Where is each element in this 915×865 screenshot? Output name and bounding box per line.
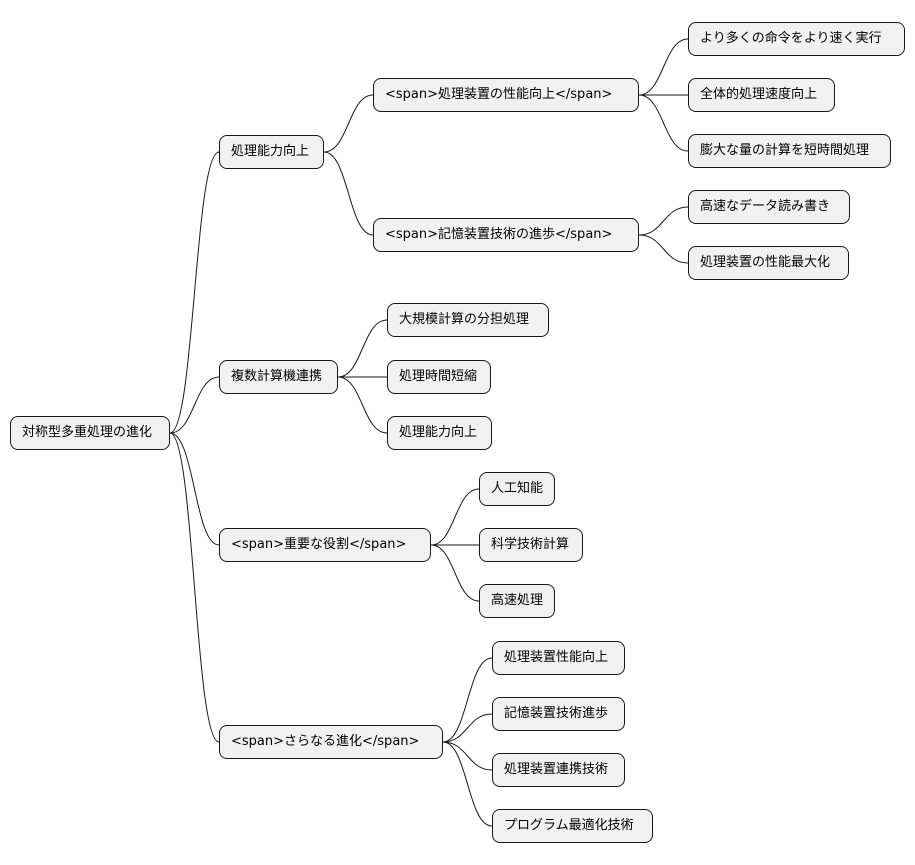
node-further-evolution: <span>さらなる進化</span>	[219, 725, 443, 759]
edge-node-fast-data-rw	[638, 206, 689, 236]
node-overall-speed-up: 全体的処理速度向上	[688, 78, 835, 112]
edge-node-processor-linkage	[442, 741, 493, 771]
edge-node-high-speed-processing	[430, 544, 480, 602]
edge-node-processor-performance	[323, 94, 374, 153]
node-processor-performance-up: 処理装置性能向上	[492, 641, 625, 675]
node-memory-technology: <span>記憶装置技術の進歩</span>	[373, 218, 639, 252]
node-multi-computer: 複数計算機連携	[219, 360, 338, 394]
edge-node-multi-computer	[169, 376, 220, 434]
node-processor-performance: <span>処理装置の性能向上</span>	[373, 78, 639, 112]
edge-node-distributed-computation	[337, 319, 388, 378]
node-memory-tech-advance: 記憶装置技術進歩	[492, 697, 625, 731]
edge-node-processing-capability	[169, 151, 220, 434]
node-distributed-computation: 大規模計算の分担処理	[387, 303, 549, 337]
edge-node-capability-up	[337, 376, 388, 434]
node-program-optimization: プログラム最適化技術	[492, 809, 653, 843]
node-capability-up: 処理能力向上	[387, 416, 492, 450]
node-more-instructions-faster: より多くの命令をより速く実行	[688, 22, 905, 56]
node-maximize-processor: 処理装置の性能最大化	[688, 246, 849, 280]
edge-node-maximize-processor	[638, 234, 689, 264]
edge-node-further-evolution	[169, 432, 220, 743]
root-node: 対称型多重処理の進化	[10, 416, 170, 450]
edge-node-processor-performance-up	[442, 657, 493, 743]
node-time-reduction: 処理時間短縮	[387, 360, 491, 394]
edge-node-memory-tech-advance	[442, 713, 493, 743]
node-processing-capability: 処理能力向上	[219, 135, 324, 169]
edge-node-program-optimization	[442, 741, 493, 827]
node-important-role: <span>重要な役割</span>	[219, 528, 431, 562]
node-mass-computation: 膨大な量の計算を短時間処理	[688, 134, 891, 168]
edge-node-memory-technology	[323, 151, 374, 236]
edge-node-more-instructions-faster	[638, 38, 689, 96]
edge-node-mass-computation	[638, 94, 689, 152]
node-scientific-computing: 科学技術計算	[479, 528, 583, 562]
node-high-speed-processing: 高速処理	[479, 584, 555, 618]
node-fast-data-rw: 高速なデータ読み書き	[688, 190, 850, 224]
node-processor-linkage: 処理装置連携技術	[492, 753, 625, 787]
edge-node-important-role	[169, 432, 220, 546]
node-ai: 人工知能	[479, 472, 555, 506]
edge-node-ai	[430, 488, 480, 546]
